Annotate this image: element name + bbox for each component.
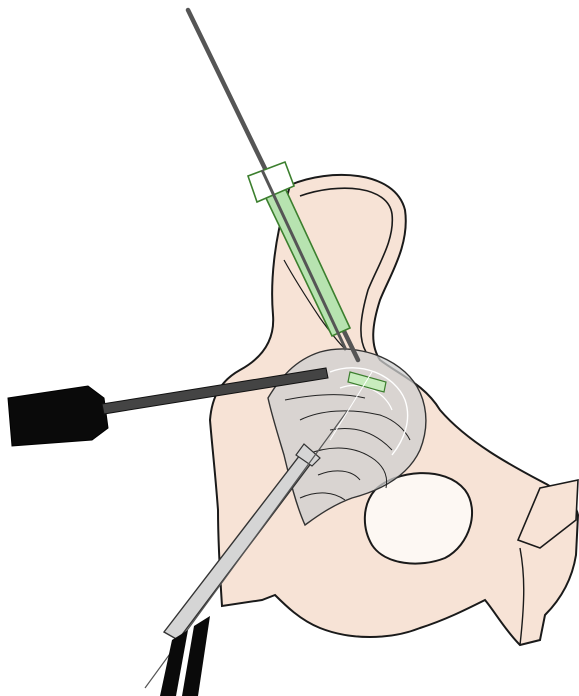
instrument-handle: [8, 386, 108, 446]
